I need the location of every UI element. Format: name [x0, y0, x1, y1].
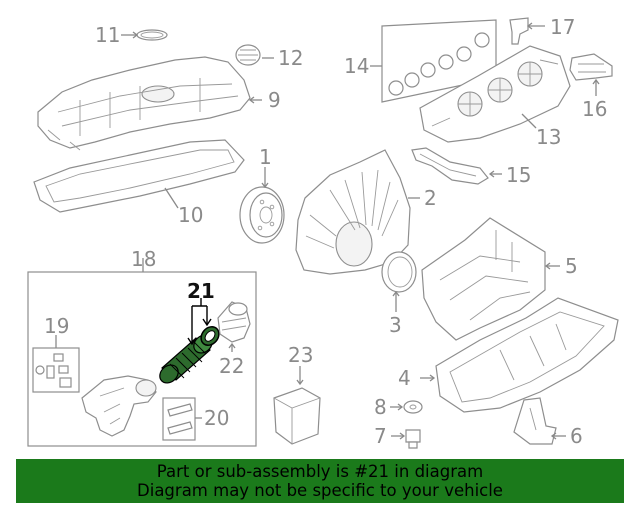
- banner-line-2: Diagram may not be specific to your vehi…: [137, 481, 503, 500]
- callout-14: 14: [344, 54, 369, 78]
- callout-21: 21: [187, 279, 215, 303]
- callout-1: 1: [259, 145, 272, 169]
- part-20-clip-kit[interactable]: [162, 397, 196, 441]
- part-17-bracket[interactable]: [509, 17, 529, 45]
- part-3-seal-ring[interactable]: [381, 251, 417, 293]
- callout-19: 19: [44, 314, 69, 338]
- callout-9: 9: [268, 88, 281, 112]
- callout-5: 5: [565, 254, 578, 278]
- callout-4: 4: [398, 366, 411, 390]
- callout-16: 16: [582, 97, 607, 121]
- part-19-seal-kit[interactable]: [32, 347, 80, 393]
- callout-18: 18: [131, 247, 156, 271]
- part-12-cap[interactable]: [235, 44, 261, 66]
- banner-line-1: Part or sub-assembly is #21 in diagram: [156, 462, 484, 481]
- part-15-bracket-arm[interactable]: [411, 147, 489, 185]
- part-11-seal[interactable]: [136, 29, 168, 41]
- callout-15: 15: [506, 163, 531, 187]
- callout-17: 17: [550, 15, 575, 39]
- callout-2: 2: [424, 186, 437, 210]
- part-22-filter-cap[interactable]: [217, 301, 251, 343]
- callout-21-leader: [187, 298, 212, 346]
- part-1-pulley[interactable]: [239, 186, 285, 244]
- part-13-intake-manifold[interactable]: [419, 45, 571, 143]
- part-6-bracket[interactable]: [513, 397, 557, 445]
- part-8-washer[interactable]: [403, 400, 423, 414]
- oil-filter-housing[interactable]: [81, 375, 157, 437]
- callout-23: 23: [288, 343, 313, 367]
- part-4-oil-pan-lower[interactable]: [435, 297, 619, 413]
- callout-8: 8: [374, 395, 387, 419]
- info-banner: Part or sub-assembly is #21 in diagram D…: [16, 459, 624, 503]
- callout-20: 20: [204, 406, 229, 430]
- callout-11: 11: [95, 23, 120, 47]
- part-2-timing-cover[interactable]: [295, 149, 411, 275]
- part-5-oil-pan-upper[interactable]: [421, 217, 546, 341]
- part-16-bracket[interactable]: [569, 53, 613, 81]
- callout-6: 6: [570, 424, 583, 448]
- part-9-valve-cover[interactable]: [37, 56, 251, 151]
- callout-12: 12: [278, 46, 303, 70]
- callout-13: 13: [536, 125, 561, 149]
- part-23-cartridge[interactable]: [273, 387, 321, 445]
- part-21-o-ring[interactable]: [197, 323, 222, 349]
- callout-3: 3: [389, 313, 402, 337]
- part-10-gasket[interactable]: [33, 139, 245, 213]
- callout-22: 22: [219, 354, 244, 378]
- part-7-drain-plug[interactable]: [405, 429, 421, 449]
- callout-7: 7: [374, 424, 387, 448]
- callout-10: 10: [178, 203, 203, 227]
- parts-diagram: 11 12 9 10 1 2: [27, 15, 619, 449]
